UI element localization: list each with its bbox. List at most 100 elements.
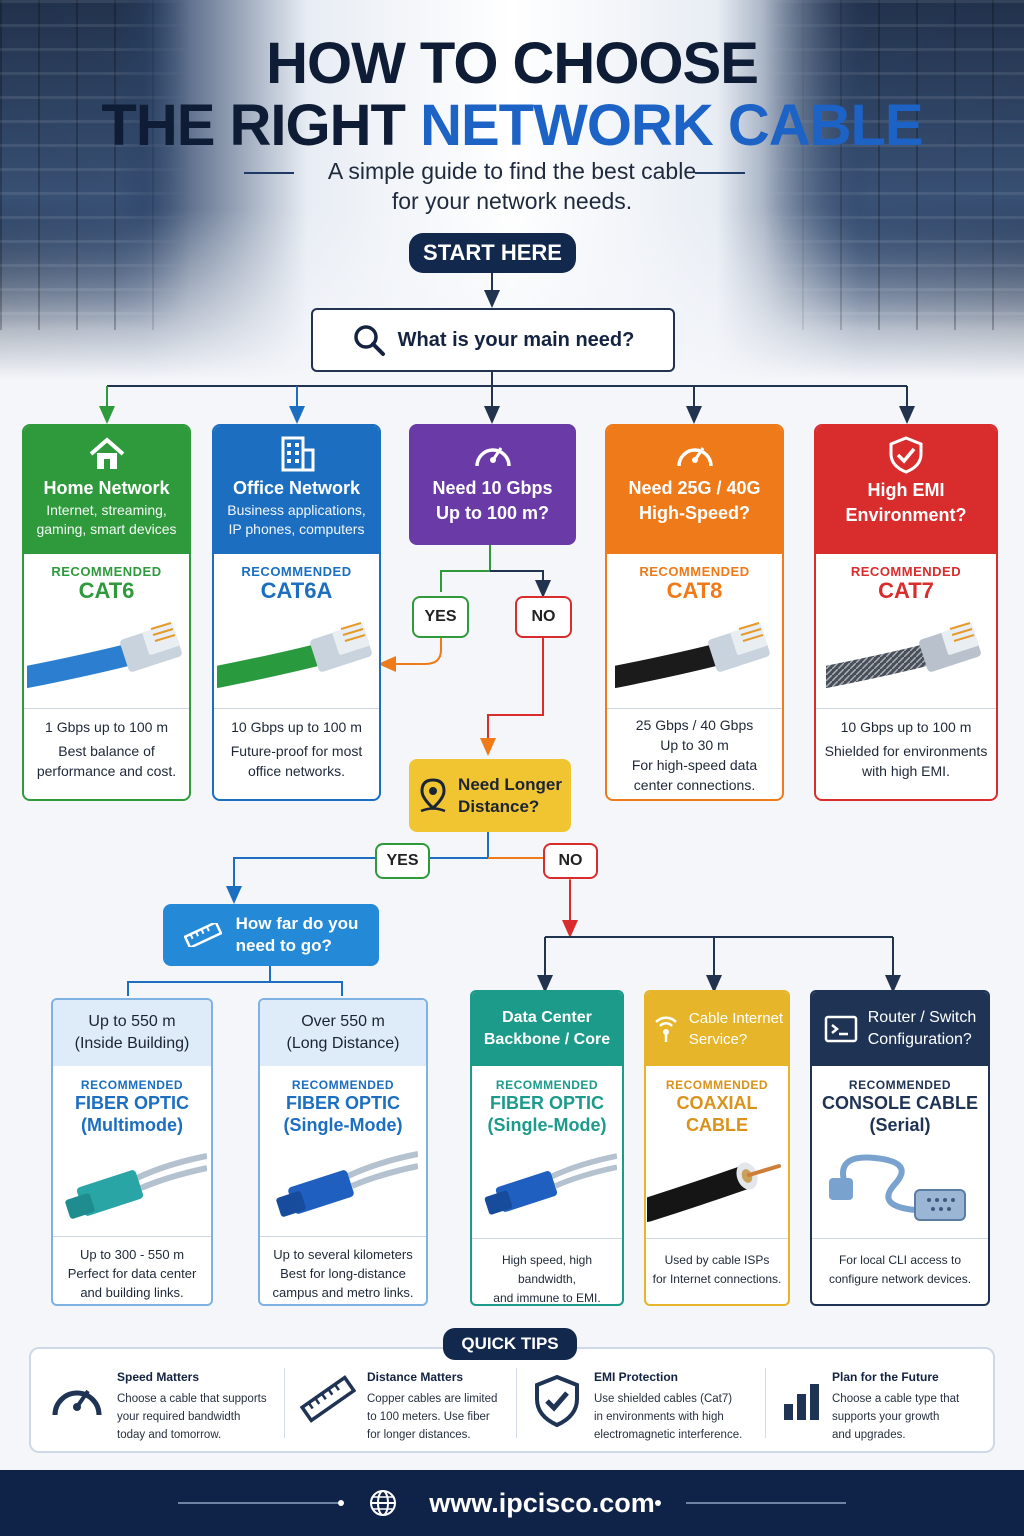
card-title-line1: Need 25G / 40G <box>628 478 761 498</box>
node-title-line1: Need Longer <box>458 774 562 794</box>
node-how-far[interactable]: How far do you need to go? <box>163 904 379 966</box>
desc-line1: 25 Gbps / 40 Gbps <box>635 717 754 733</box>
footer-url-link[interactable]: www.ipcisco.com <box>429 1488 655 1518</box>
subtitle-line1: A simple guide to find the best cable <box>327 158 697 184</box>
tip-title: EMI Protection <box>594 1370 679 1384</box>
cable-name-line1: FIBER OPTIC <box>489 1093 604 1113</box>
card-over-550m[interactable]: Over 550 m(Long Distance) RECOMMENDED FI… <box>258 998 428 1306</box>
page-title-line2: THE RIGHT NETWORK CABLE <box>0 92 1024 159</box>
head-line1: Over 550 m <box>301 1013 385 1030</box>
page-title-line1: HOW TO CHOOSE <box>266 31 759 96</box>
shield-check-icon <box>535 1374 579 1428</box>
cable-name: CAT7 <box>878 578 934 603</box>
title-part-a: THE RIGHT <box>101 93 421 158</box>
desc-line2: Best for long-distance <box>280 1266 406 1281</box>
tip-divider <box>516 1368 517 1438</box>
cable-name: CAT8 <box>666 578 723 603</box>
card-subtitle-line2: gaming, smart devices <box>36 521 177 537</box>
recommended-label: RECOMMENDED <box>848 1078 952 1092</box>
desc-line3: with high EMI. <box>862 763 950 779</box>
desc-line2: Best balance of <box>58 743 155 759</box>
bar-chart-icon <box>784 1384 819 1420</box>
ethernet-cable-icon <box>826 622 981 688</box>
card-title-line2: Environment? <box>845 505 967 525</box>
head-line1: Data Center <box>502 1009 592 1026</box>
console-cable-icon <box>829 1154 966 1221</box>
building-icon <box>281 436 314 472</box>
card-25g-40g[interactable]: Need 25G / 40G High-Speed? RECOMMENDED C… <box>605 424 784 801</box>
desc-line2: Up to 30 m <box>660 737 729 753</box>
ethernet-cable-icon <box>26 622 182 688</box>
head-line2: Backbone / Core <box>483 1031 611 1048</box>
card-subtitle-line1: Business applications, <box>227 502 366 518</box>
card-title: Home Network <box>43 478 170 498</box>
tip-line1: Choose a cable that supports <box>117 1393 267 1405</box>
terminal-icon <box>824 1015 857 1043</box>
decision2-yes[interactable]: YES <box>375 843 430 879</box>
head-line1: Router / Switch <box>867 1009 977 1026</box>
decision1-yes[interactable]: YES <box>412 596 469 638</box>
desc-line1: 10 Gbps up to 100 m <box>840 719 972 735</box>
node-need-10gbps[interactable]: Need 10 Gbps Up to 100 m? <box>409 424 576 545</box>
tip-distance: Distance Matters Copper cables are limit… <box>367 1370 527 1446</box>
card-subtitle-line2: IP phones, computers <box>228 521 365 537</box>
recommended-label: RECOMMENDED <box>639 564 750 579</box>
node-title-line1: How far do you <box>235 914 359 933</box>
tip-line2: in environments with high <box>594 1411 724 1423</box>
card-25g-40g-header: Need 25G / 40G High-Speed? <box>607 426 782 554</box>
desc-line1: 1 Gbps up to 100 m <box>45 719 168 735</box>
decision2-no[interactable]: NO <box>543 843 598 879</box>
quick-tips-panel <box>29 1347 995 1453</box>
card-up-to-550m[interactable]: Up to 550 m(Inside Building) RECOMMENDED… <box>51 998 213 1306</box>
shield-check-icon <box>889 436 923 474</box>
coaxial-cable-icon <box>647 1162 781 1222</box>
tip-title: Distance Matters <box>367 1370 464 1384</box>
fiber-cable-icon <box>276 1151 418 1217</box>
ruler-icon <box>300 1375 356 1423</box>
card-description: 10 Gbps up to 100 m Shielded for environ… <box>816 708 996 781</box>
card-description: 1 Gbps up to 100 m Best balance of perfo… <box>24 708 189 781</box>
server-rack-left <box>0 0 190 330</box>
recommended-label: RECOMMENDED <box>291 1078 395 1092</box>
decision1-no[interactable]: NO <box>515 596 572 638</box>
card-description: High speed, high bandwidth, and immune t… <box>472 1238 622 1304</box>
quick-tips-label: QUICK TIPS <box>443 1328 577 1360</box>
card-home-network-header: Home Network Internet, streaming, gaming… <box>24 426 189 554</box>
card-home-network[interactable]: Home Network Internet, streaming, gaming… <box>22 424 191 801</box>
node-longer-distance[interactable]: Need Longer Distance? <box>409 759 571 832</box>
card-subtitle-line1: Internet, streaming, <box>46 502 167 518</box>
tip-line1: Copper cables are limited <box>367 1393 498 1405</box>
card-title-line1: High EMI <box>867 480 945 500</box>
card-description: Used by cable ISPs for Internet connecti… <box>646 1238 788 1289</box>
subtitle-rule-right <box>695 172 745 174</box>
title-part-b: NETWORK CABLE <box>420 93 924 158</box>
card-office-network[interactable]: Office Network Business applications, IP… <box>212 424 381 801</box>
tip-line3: electromagnetic interference. <box>594 1429 743 1441</box>
cable-name-line1: FIBER OPTIC <box>74 1093 189 1113</box>
tip-line3: and upgrades. <box>832 1429 906 1441</box>
location-pin-icon <box>420 777 446 812</box>
search-icon <box>353 325 385 356</box>
recommended-label: RECOMMENDED <box>665 1078 769 1092</box>
tip-divider <box>284 1368 285 1438</box>
card-high-emi[interactable]: High EMI Environment? RECOMMENDED CAT7 1… <box>814 424 998 801</box>
head-line2: Configuration? <box>867 1031 972 1048</box>
desc-line2: for Internet connections. <box>652 1272 782 1286</box>
card-description: Up to 300 - 550 m Perfect for data cente… <box>53 1236 211 1302</box>
cable-name-line2: (Single-Mode) <box>283 1115 403 1135</box>
node-title-line2: Up to 100 m? <box>435 503 550 523</box>
desc-line2: Future-proof for most <box>230 743 363 759</box>
ethernet-cable-icon <box>216 622 372 688</box>
tip-line3: for longer distances. <box>367 1429 471 1441</box>
cable-name-line2: (Serial) <box>869 1115 931 1135</box>
flow-connectors-top <box>99 273 915 996</box>
footer-rules <box>178 1500 846 1506</box>
fiber-cable-icon <box>484 1153 617 1215</box>
cable-name-line1: FIBER OPTIC <box>285 1093 400 1113</box>
